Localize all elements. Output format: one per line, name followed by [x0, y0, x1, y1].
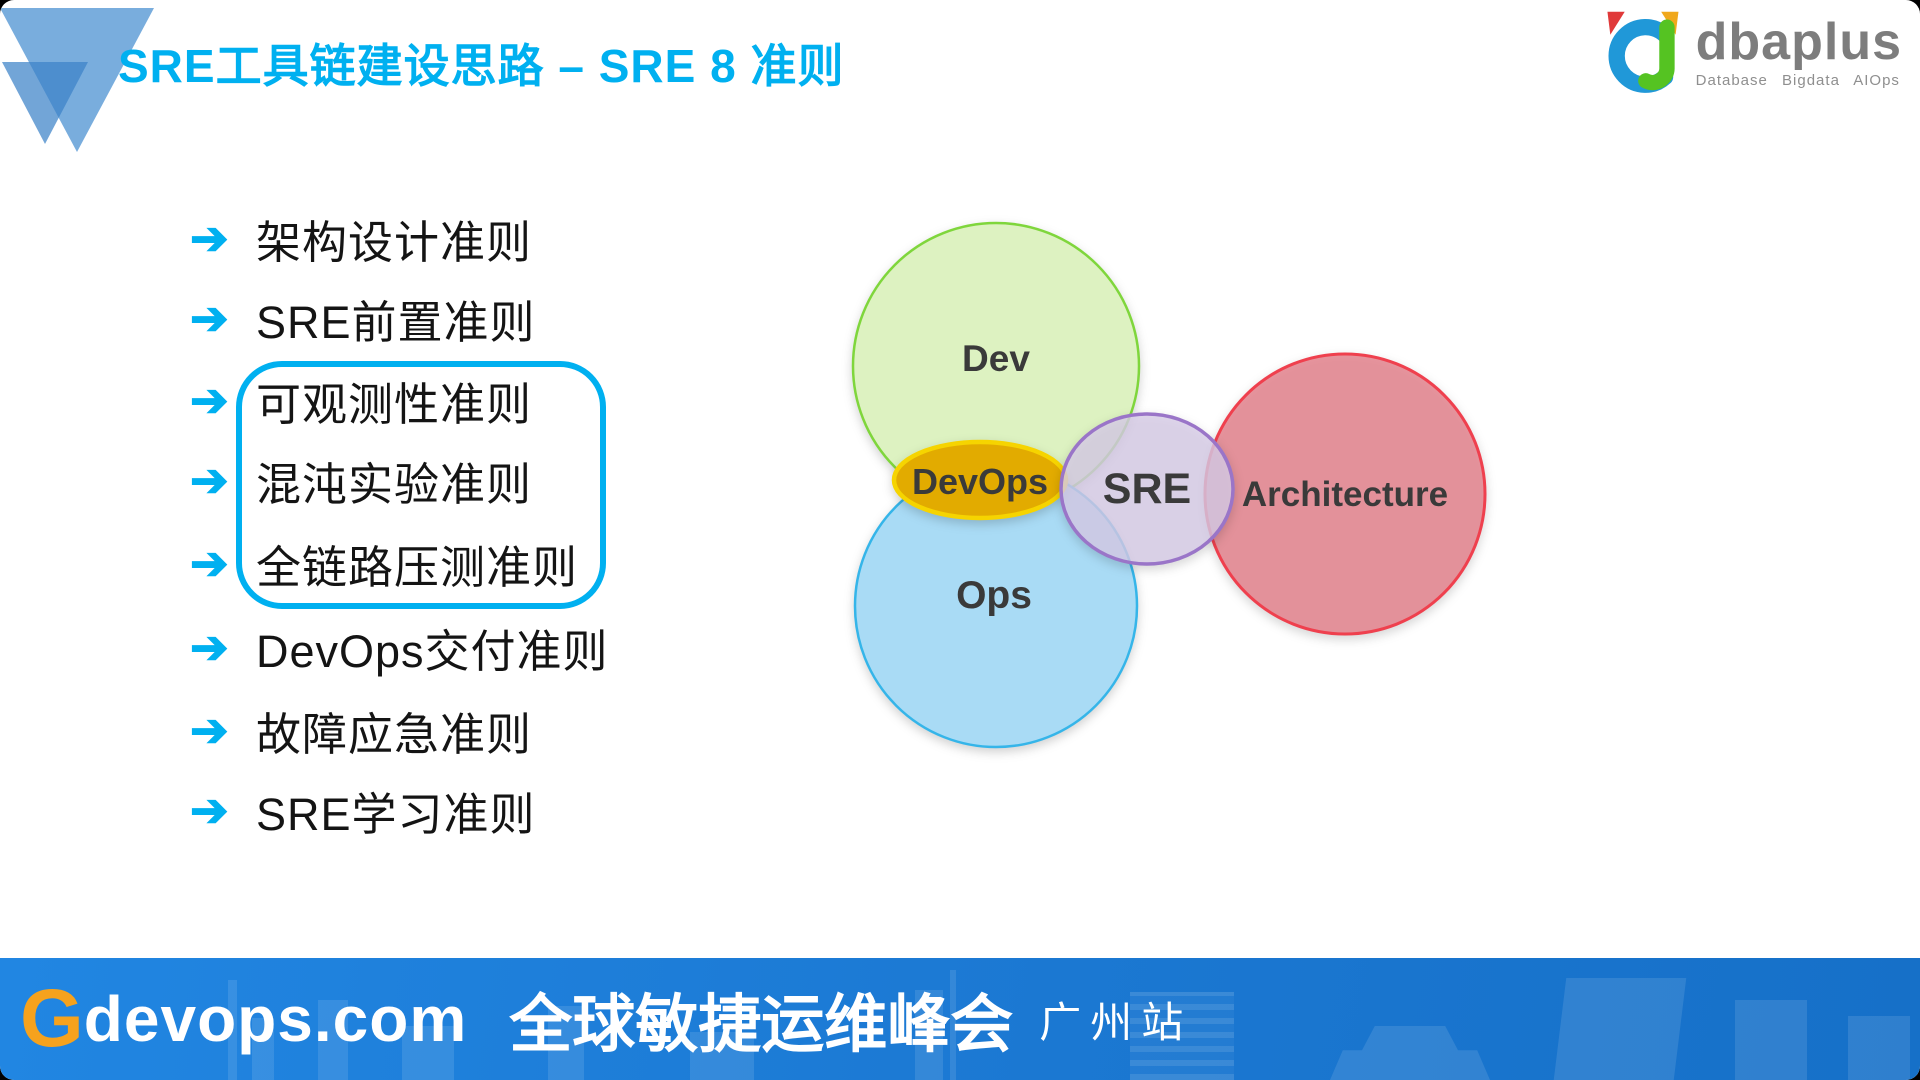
page-title: SRE工具链建设思路 – SRE 8 准则	[118, 40, 845, 92]
venn-label-devops: DevOps	[912, 461, 1048, 502]
venn-label-architecture: Architecture	[1242, 475, 1448, 514]
venn-diagram: Dev Ops DevOps Architecture SRE	[851, 221, 1487, 749]
list-item-label: 全链路压测准则	[256, 541, 579, 593]
list-item-label: 可观测性准则	[256, 378, 533, 430]
arrow-icon: ➔	[190, 454, 229, 506]
arrow-icon: ➔	[190, 704, 229, 756]
list-item: ➔ 混沌实验准则	[190, 450, 532, 510]
venn-label-ops: Ops	[956, 574, 1032, 617]
list-item-label: SRE前置准则	[256, 296, 536, 348]
list-item: ➔ 故障应急准则	[190, 700, 532, 760]
arrow-icon: ➔	[190, 374, 229, 426]
arrow-icon: ➔	[190, 212, 229, 264]
list-item: ➔ DevOps交付准则	[190, 617, 609, 677]
list-item-label: 故障应急准则	[256, 708, 533, 760]
venn-label-dev: Dev	[962, 338, 1030, 379]
dbaplus-logo: dbaplus Database Bigdata AIOps	[1594, 6, 1902, 102]
list-item: ➔ SRE前置准则	[190, 288, 536, 348]
list-item: ➔ 架构设计准则	[190, 208, 532, 268]
list-item-label: SRE学习准则	[256, 788, 536, 840]
dbaplus-logo-icon	[1607, 11, 1679, 93]
list-item: ➔ SRE学习准则	[190, 780, 536, 840]
venn-circle-sre	[1059, 412, 1235, 566]
gdevops-site-name: devops.com	[83, 983, 468, 1055]
gdevops-logo-g: G	[20, 973, 84, 1064]
brand-name: dbaplus	[1695, 13, 1902, 71]
event-city: 广州站	[1039, 1000, 1193, 1047]
list-item: ➔ 全链路压测准则	[190, 533, 578, 593]
brand-tagline: Database Bigdata AIOps	[1695, 72, 1900, 89]
list-item-label: DevOps交付准则	[256, 625, 609, 677]
event-name: 全球敏捷运维峰会	[509, 989, 1014, 1060]
venn-label-sre: SRE	[1103, 465, 1191, 513]
list-item-label: 混沌实验准则	[256, 458, 533, 510]
list-item: ➔ 可观测性准则	[190, 370, 532, 430]
arrow-icon: ➔	[190, 784, 229, 836]
arrow-icon: ➔	[190, 621, 229, 673]
list-item-label: 架构设计准则	[256, 216, 533, 268]
arrow-icon: ➔	[190, 537, 229, 589]
arrow-icon: ➔	[190, 292, 229, 344]
